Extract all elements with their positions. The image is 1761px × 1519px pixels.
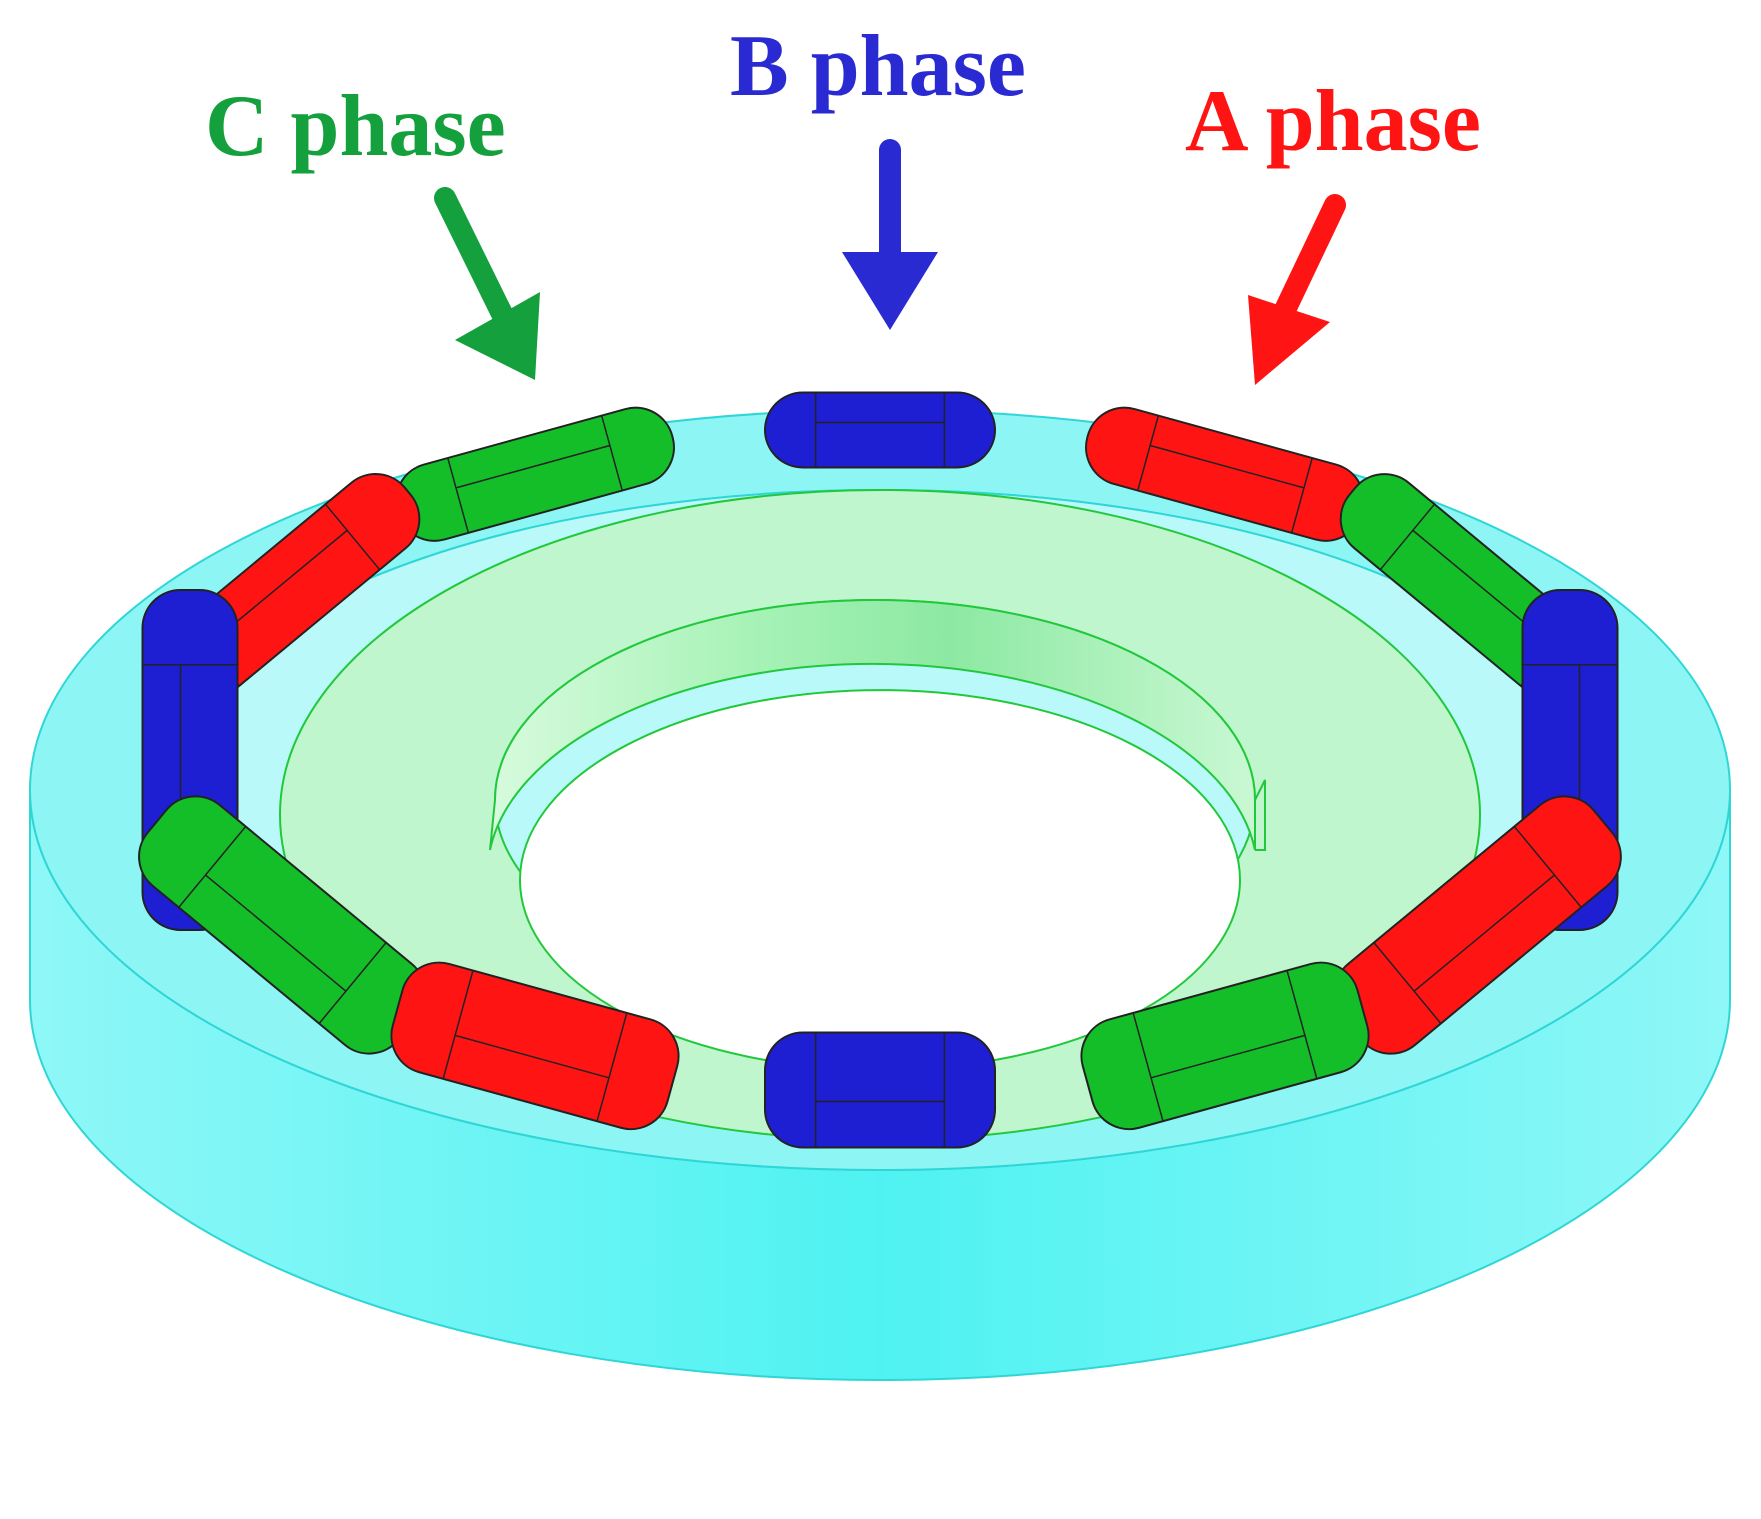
b-phase-arrow [842,139,938,330]
coil-b-phase [764,391,996,469]
b-phase-label: B phase [730,18,1026,115]
rotor-keyway [1254,779,1266,851]
phase-arrows [434,139,1346,385]
c-phase-arrow [434,187,540,380]
c-phase-label: C phase [205,78,506,175]
coil-a-phase [390,961,680,1131]
rotor-bore-opening [518,689,1242,1071]
rotor-bore-wall [489,599,1256,851]
coil-group [138,391,1622,1149]
coil-b-phase [764,1031,996,1149]
a-phase-label: A phase [1185,73,1481,170]
rotor [278,489,1482,1141]
a-phase-arrow [1248,194,1346,385]
coil-c-phase [395,406,675,542]
coil-c-phase [1080,961,1370,1131]
